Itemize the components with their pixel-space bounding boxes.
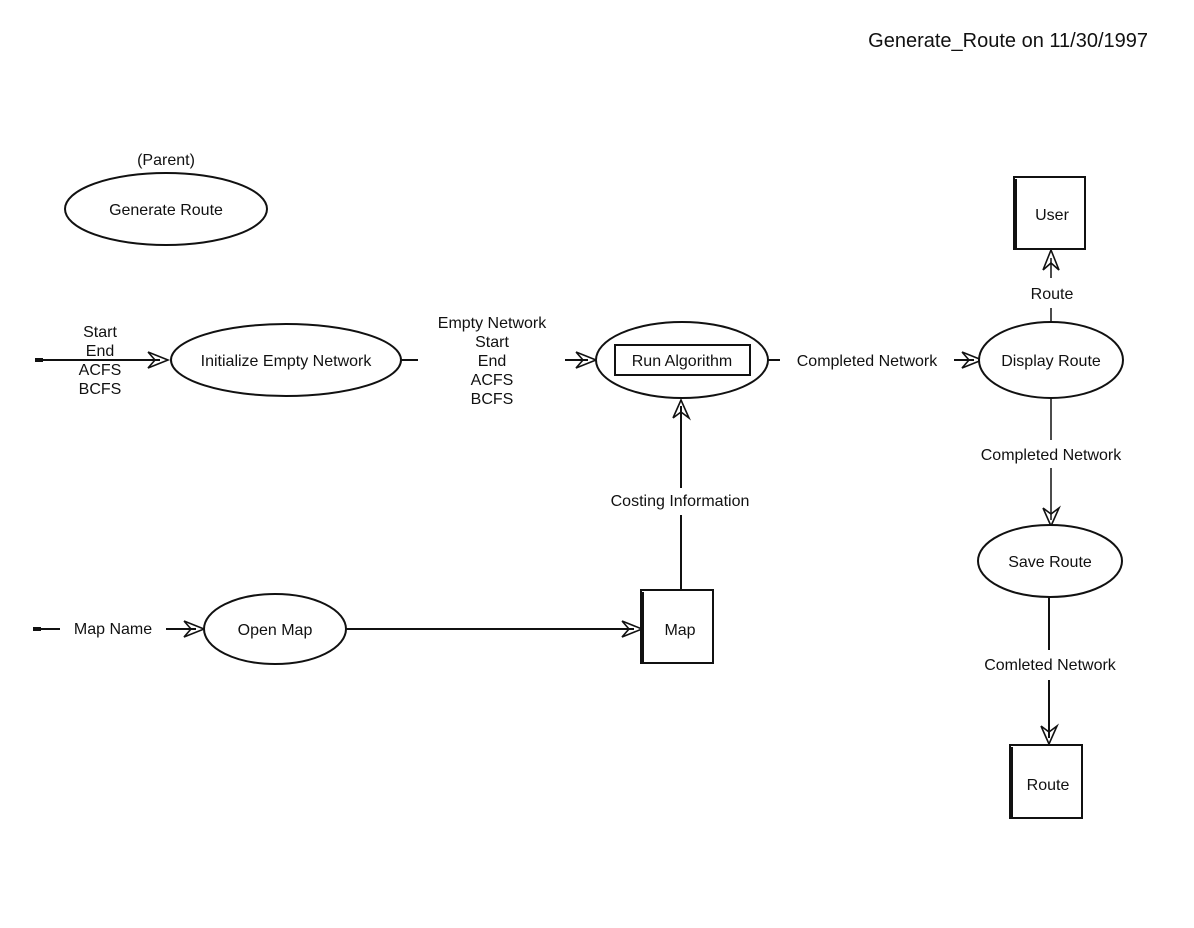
process-open-map[interactable]: Open Map [203,593,347,665]
process-save-route[interactable]: Save Route [977,524,1123,598]
process-display-route[interactable]: Display Route [978,321,1124,399]
store-map-label: Map [664,622,695,639]
flow-label-map-name: Map Name [74,621,152,638]
input-start-terminator [35,358,43,362]
parent-caption: (Parent) [137,152,195,169]
flow-label-acfs: ACFS [471,372,514,389]
flow-label-empty-network: Empty Network [438,315,547,332]
process-display-route-label: Display Route [1001,353,1101,370]
process-save-route-label: Save Route [1008,554,1092,571]
process-open-map-label: Open Map [238,622,313,639]
diagram-title: Generate_Route on 11/30/1997 [868,30,1148,52]
flow-label-completed-network-2: Completed Network [981,447,1123,464]
process-run-algorithm[interactable]: Run Algorithm [595,321,769,399]
input-map-terminator [33,627,41,631]
arrowhead-icon [183,620,207,638]
flow-label-end: End [478,353,506,370]
flow-label-bcfs: BCFS [79,381,122,398]
flow-label-bcfs: BCFS [471,391,514,408]
store-route[interactable]: Route [1009,744,1083,819]
store-route-label: Route [1027,777,1070,794]
arrowhead-icon [147,351,171,369]
arrowhead-icon [961,351,985,369]
parent-process-label: Generate Route [109,202,223,219]
store-user[interactable]: User [1013,176,1086,250]
arrowhead-icon [672,398,691,421]
arrowhead-icon [575,351,599,369]
arrowhead-icon [1042,505,1061,528]
flow-label-route: Route [1031,286,1074,303]
arrowhead-icon [1042,247,1060,271]
flow-label-end: End [86,343,114,360]
flow-label-completed-network: Completed Network [797,353,939,370]
store-map[interactable]: Map [640,589,714,664]
flow-label-start: Start [475,334,509,351]
flow-label-acfs: ACFS [79,362,122,379]
arrowhead-icon [1040,723,1059,746]
flow-label-comleted-network: Comleted Network [984,657,1117,674]
process-initialize-label: Initialize Empty Network [201,353,373,370]
arrowhead-icon [621,620,645,638]
flow-label-costing-information: Costing Information [611,493,750,510]
process-initialize-empty-network[interactable]: Initialize Empty Network [170,323,402,397]
process-run-algorithm-label: Run Algorithm [632,353,733,370]
flow-label-start: Start [83,324,117,341]
store-user-label: User [1035,207,1069,224]
parent-process-generate-route[interactable]: Generate Route [64,172,268,246]
